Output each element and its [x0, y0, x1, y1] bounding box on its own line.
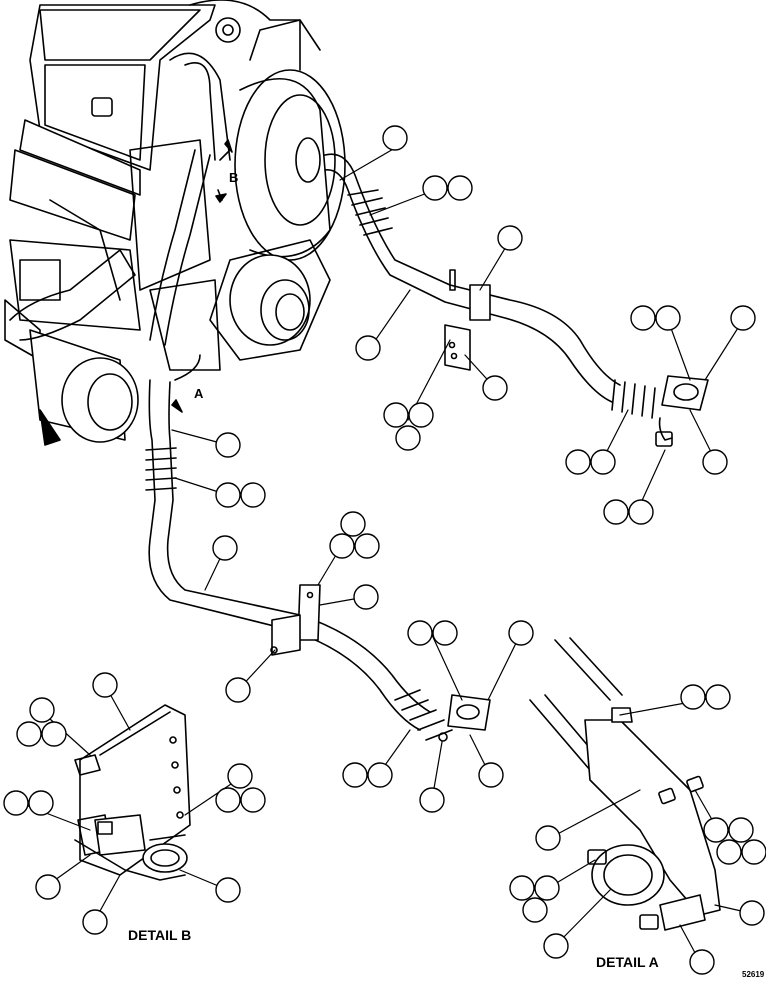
- view-b-marker: B: [229, 170, 239, 185]
- callout-bubbles: [3, 125, 766, 975]
- detail-a-caption: DETAIL A: [596, 954, 659, 970]
- view-a-marker: A: [194, 386, 204, 401]
- upper-exhaust-pipe: [324, 153, 709, 447]
- lower-exhaust-pipe: [145, 379, 491, 742]
- engine-assembly: [4, 0, 346, 446]
- detail-b-bracket: [74, 704, 191, 881]
- view-arrows: [171, 139, 233, 413]
- detail-b-caption: DETAIL B: [128, 927, 192, 943]
- figure-id: 52619: [742, 970, 765, 979]
